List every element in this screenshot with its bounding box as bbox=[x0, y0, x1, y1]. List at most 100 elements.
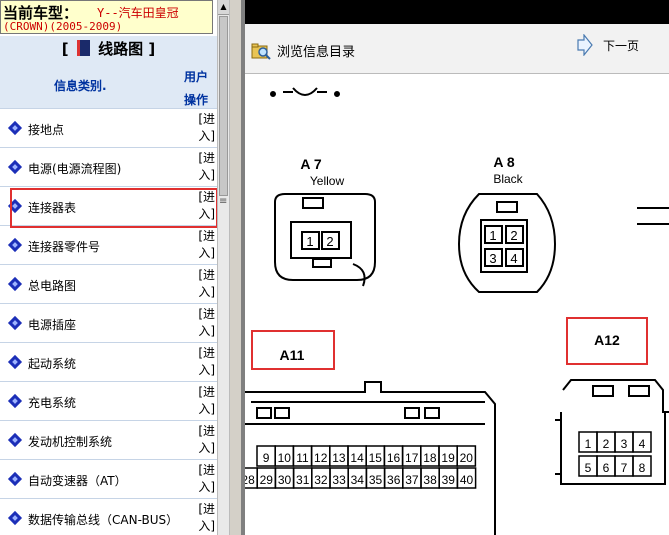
menu-row[interactable]: 起动系统 [进入] bbox=[0, 342, 217, 381]
a8-pin-3: 3 bbox=[489, 251, 496, 266]
next-page-label: 下一页 bbox=[603, 38, 640, 53]
enter-link[interactable]: [进入] bbox=[198, 463, 215, 494]
a11-pin: 29 bbox=[260, 473, 274, 487]
scroll-thumb[interactable] bbox=[219, 16, 228, 196]
enter-link[interactable]: [进入] bbox=[198, 229, 215, 260]
a11-pin-cell bbox=[456, 445, 477, 467]
left-scrollbar[interactable]: ▲ bbox=[217, 0, 230, 535]
a11-pin: 13 bbox=[332, 451, 346, 465]
current-vehicle-box: 当前车型： Y--汽车田皇冠 (CROWN)(2005-2009) bbox=[0, 0, 213, 34]
menu-row[interactable]: 接地点 [进入] bbox=[0, 108, 217, 147]
arrow-right-icon bbox=[577, 34, 593, 56]
enter-link[interactable]: [进入] bbox=[198, 268, 215, 299]
menu-row[interactable]: 电源(电源流程图) [进入] bbox=[0, 147, 217, 186]
scroll-up-arrow-icon[interactable]: ▲ bbox=[218, 0, 229, 15]
menu-item-label[interactable]: 发动机控制系统 bbox=[28, 435, 113, 449]
next-page-button[interactable]: 下一页 bbox=[575, 34, 639, 56]
highlight-box bbox=[10, 188, 217, 228]
column-header: 信息类别. 用户 操作 bbox=[0, 62, 217, 108]
diamond-bullet-icon bbox=[7, 120, 23, 136]
a11-pin: 32 bbox=[314, 473, 328, 487]
enter-link[interactable]: [进入] bbox=[198, 502, 215, 533]
menu-item-label[interactable]: 接地点 bbox=[28, 123, 65, 137]
content-toolbar: 浏览信息目录 下一页 bbox=[245, 24, 669, 74]
a11-connector bbox=[245, 381, 496, 535]
a7-color: Yellow bbox=[310, 174, 345, 188]
enter-link[interactable]: [进入] bbox=[198, 385, 215, 416]
a11-pin: 17 bbox=[405, 451, 419, 465]
menu-row[interactable]: 总电路图 [进入] bbox=[0, 264, 217, 303]
a12-pin: 5 bbox=[585, 461, 592, 475]
a11-pin: 40 bbox=[460, 473, 474, 487]
a11-pin: 19 bbox=[441, 451, 455, 465]
enter-link[interactable]: [进入] bbox=[198, 346, 215, 377]
a12-highlight-box: A12 bbox=[566, 317, 648, 365]
diamond-bullet-icon bbox=[7, 510, 23, 526]
bracket-open: [ bbox=[61, 40, 69, 58]
a11-pin: 14 bbox=[350, 451, 364, 465]
enter-link[interactable]: [进入] bbox=[198, 112, 215, 143]
enter-link[interactable]: [进入] bbox=[198, 307, 215, 338]
a8-pin-1: 1 bbox=[489, 228, 496, 243]
menu-row[interactable]: 自动变速器（AT） [进入] bbox=[0, 459, 217, 498]
connector-drawing: A 7 Yellow 1 2 A 8 Black bbox=[245, 87, 669, 535]
a11-pin: 10 bbox=[278, 451, 292, 465]
menu-item-label[interactable]: 电源插座 bbox=[28, 318, 77, 332]
menu-row[interactable]: 电源插座 [进入] bbox=[0, 303, 217, 342]
enter-link[interactable]: [进入] bbox=[198, 190, 215, 221]
a11-pin: 33 bbox=[332, 473, 346, 487]
a12-pin: 7 bbox=[621, 461, 628, 475]
a11-pin: 16 bbox=[387, 451, 401, 465]
a11-pin: 36 bbox=[387, 473, 401, 487]
menu-item-label[interactable]: 总电路图 bbox=[28, 279, 77, 293]
content-frame: 浏览信息目录 下一页 A 7 Yellow bbox=[245, 0, 669, 535]
a11-pin: 34 bbox=[351, 473, 365, 487]
a8-connector bbox=[457, 193, 557, 293]
menu-item-label[interactable]: 连接器零件号 bbox=[28, 240, 101, 254]
a8-code: A 8 bbox=[493, 154, 514, 170]
splitter-grip-icon[interactable]: ≡ bbox=[219, 196, 228, 207]
menu-item-label[interactable]: 电源(电源流程图) bbox=[28, 162, 122, 176]
menu-item-label[interactable]: 自动变速器（AT） bbox=[28, 474, 127, 488]
menu-item-label[interactable]: 起动系统 bbox=[28, 357, 77, 371]
a11-pin-grid: 9101112131415161718192028293031323334353… bbox=[245, 445, 477, 489]
splitter-bar[interactable] bbox=[241, 0, 245, 535]
menu-row[interactable]: 连接器表 [进入] bbox=[0, 186, 217, 225]
a7-connector bbox=[274, 193, 376, 287]
browse-directory-button[interactable]: 浏览信息目录 bbox=[251, 41, 355, 60]
a7-pin-2: 2 bbox=[326, 234, 333, 249]
menu-row[interactable]: 数据传输总线（CAN-BUS） [进入] bbox=[0, 498, 217, 535]
connector-diagram: A 7 Yellow 1 2 A 8 Black bbox=[245, 74, 669, 535]
vehicle-model: Y--汽车田皇冠 bbox=[97, 6, 179, 20]
browse-directory-label: 浏览信息目录 bbox=[277, 45, 356, 60]
a12-pin: 6 bbox=[603, 461, 610, 475]
section-title-text: 线路图 bbox=[98, 40, 144, 58]
menu-row[interactable]: 发动机控制系统 [进入] bbox=[0, 420, 217, 459]
diamond-bullet-icon bbox=[7, 432, 23, 448]
a7-code: A 7 bbox=[300, 156, 321, 172]
a8-pin-4: 4 bbox=[510, 251, 517, 266]
a11-pin: 9 bbox=[263, 451, 270, 465]
menu-item-label[interactable]: 数据传输总线（CAN-BUS） bbox=[28, 513, 179, 527]
a11-pin-cell bbox=[456, 467, 477, 489]
menu-row[interactable]: 连接器零件号 [进入] bbox=[0, 225, 217, 264]
a8-pin-2: 2 bbox=[510, 228, 517, 243]
enter-link[interactable]: [进入] bbox=[198, 424, 215, 455]
partial-connector-right bbox=[637, 207, 669, 225]
menu-item-label[interactable]: 充电系统 bbox=[28, 396, 77, 410]
a11-pin: 15 bbox=[369, 451, 383, 465]
diamond-bullet-icon bbox=[7, 276, 23, 292]
a12-pin: 4 bbox=[639, 437, 646, 451]
a11-pin: 18 bbox=[423, 451, 437, 465]
menu-item-label[interactable]: 连接器表 bbox=[28, 201, 77, 215]
book-icon bbox=[76, 40, 90, 56]
enter-link[interactable]: [进入] bbox=[198, 151, 215, 182]
vehicle-label: 当前车型： bbox=[3, 4, 79, 22]
a12-pin: 3 bbox=[621, 437, 628, 451]
a8-color: Black bbox=[493, 172, 523, 186]
menu-row[interactable]: 充电系统 [进入] bbox=[0, 381, 217, 420]
a11-pin: 35 bbox=[369, 473, 383, 487]
a11-pin: 37 bbox=[405, 473, 419, 487]
top-black-bar bbox=[245, 0, 669, 24]
